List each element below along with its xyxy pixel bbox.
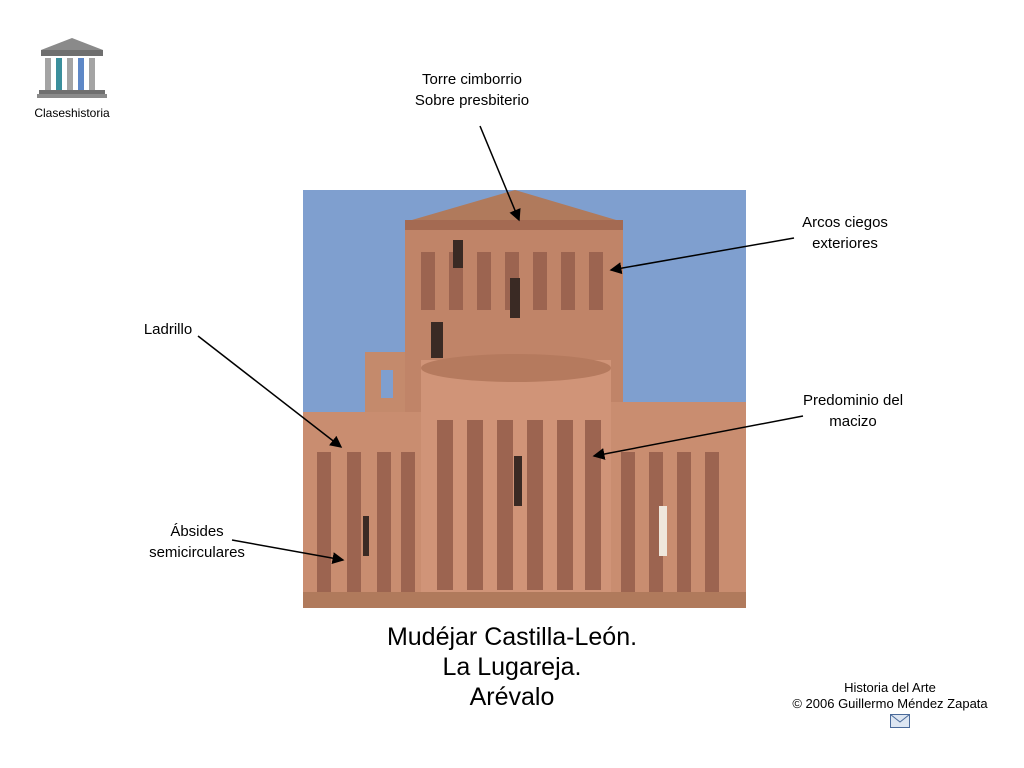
label-torre-cimborrio: Torre cimborrio Sobre presbiterio bbox=[414, 71, 530, 109]
logo-text: Claseshistoria bbox=[34, 106, 110, 120]
site-logo[interactable]: Claseshistoria bbox=[22, 36, 122, 120]
label-predominio-macizo: Predominio del macizo bbox=[802, 392, 904, 430]
label-absides: Ábsides semicirculares bbox=[149, 523, 245, 561]
envelope-icon[interactable] bbox=[890, 714, 910, 728]
greek-temple-icon bbox=[37, 38, 107, 98]
credits: Historia del Arte © 2006 Guillermo Ménde… bbox=[792, 680, 988, 711]
slide-title: Mudéjar Castilla-León. La Lugareja. Arév… bbox=[386, 623, 638, 711]
label-ladrillo: Ladrillo bbox=[143, 321, 193, 338]
label-arcos-ciegos: Arcos ciegos exteriores bbox=[802, 214, 888, 252]
church-photo bbox=[303, 190, 746, 608]
